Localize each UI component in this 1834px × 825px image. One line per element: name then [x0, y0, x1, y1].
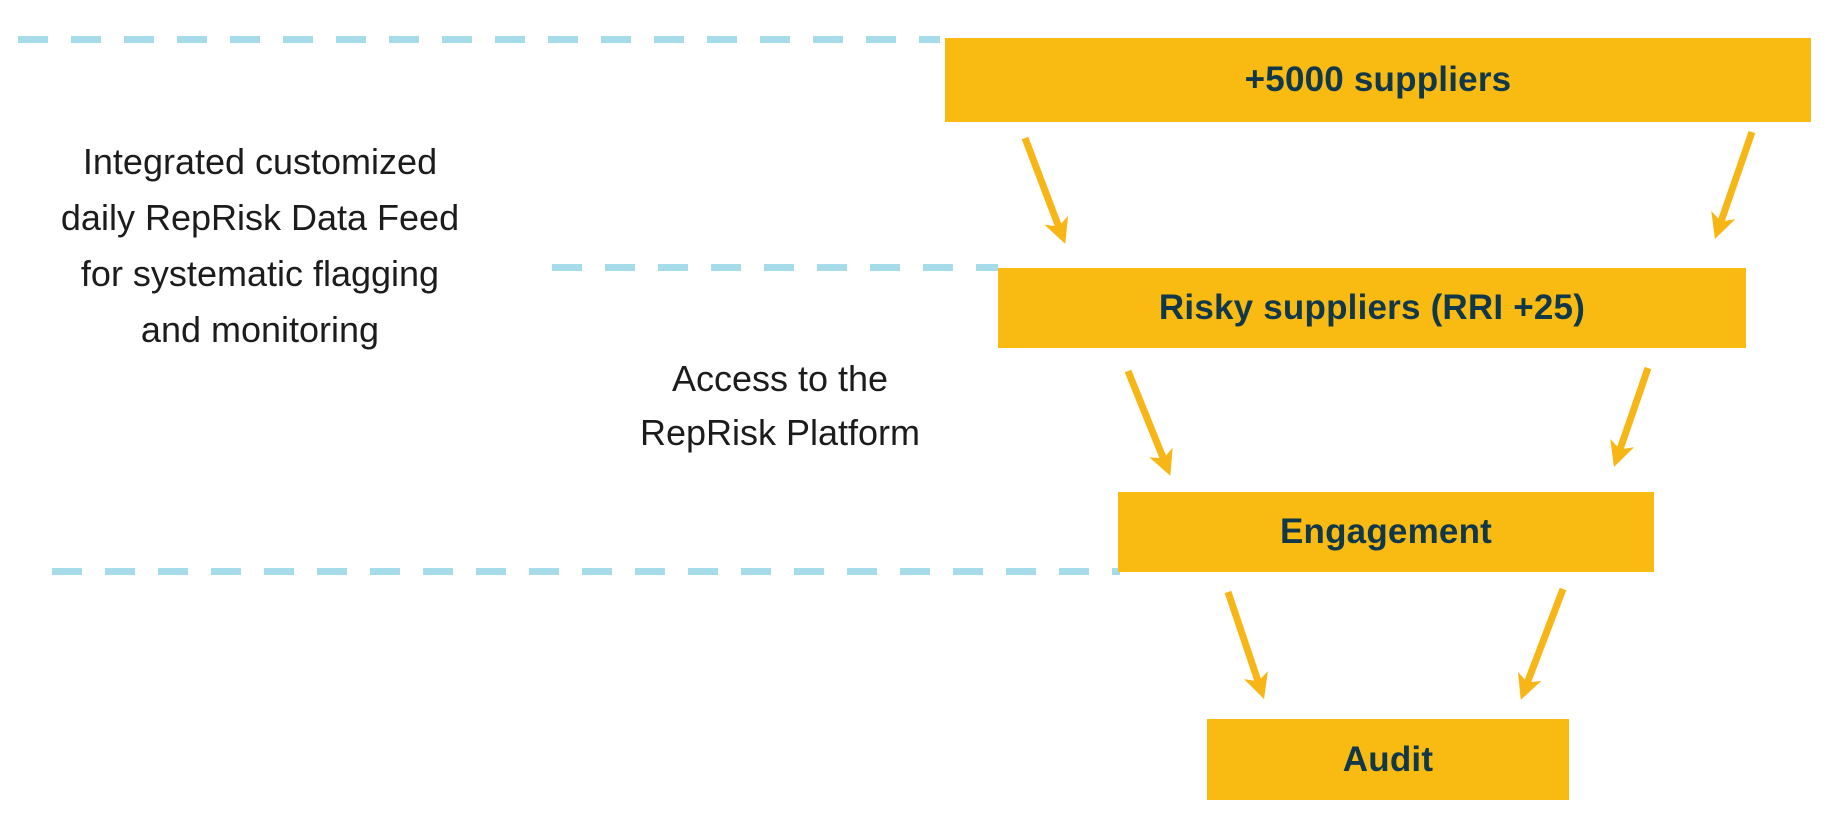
funnel-stage-risky-suppliers: Risky suppliers (RRI +25) — [998, 268, 1746, 348]
funnel-stage-label: Engagement — [1279, 512, 1493, 551]
down-arrow-icon — [1711, 130, 1756, 239]
down-arrow-icon — [1124, 369, 1173, 476]
data-feed-annotation-line: and monitoring — [140, 309, 380, 350]
data-feed-annotation-line: daily RepRisk Data Feed — [60, 197, 460, 238]
down-arrow-icon — [1517, 587, 1567, 700]
data-feed-annotation-line: Integrated customized — [82, 141, 438, 182]
funnel-stage-label: Risky suppliers (RRI +25) — [1158, 288, 1586, 327]
funnel-stage-engagement: Engagement — [1118, 492, 1654, 572]
funnel-stage-label: Audit — [1342, 739, 1434, 779]
down-arrow-icon — [1021, 136, 1069, 244]
funnel-stage-suppliers: +5000 suppliers — [945, 38, 1811, 122]
dashed-divider-top — [18, 36, 940, 43]
funnel-stage-label: +5000 suppliers — [1244, 60, 1512, 99]
platform-access-annotation-line: RepRisk Platform — [639, 412, 921, 453]
data-feed-annotation: Integrated customized daily RepRisk Data… — [30, 134, 490, 358]
funnel-stage-audit: Audit — [1207, 719, 1569, 800]
data-feed-annotation-line: for systematic flagging — [80, 253, 440, 294]
down-arrow-icon — [1224, 590, 1268, 699]
down-arrow-icon — [1610, 366, 1652, 467]
dashed-divider-middle — [552, 264, 998, 271]
dashed-divider-bottom — [52, 568, 1120, 575]
platform-access-annotation: Access to the RepRisk Platform — [570, 352, 990, 460]
platform-access-annotation-line: Access to the — [671, 358, 889, 399]
